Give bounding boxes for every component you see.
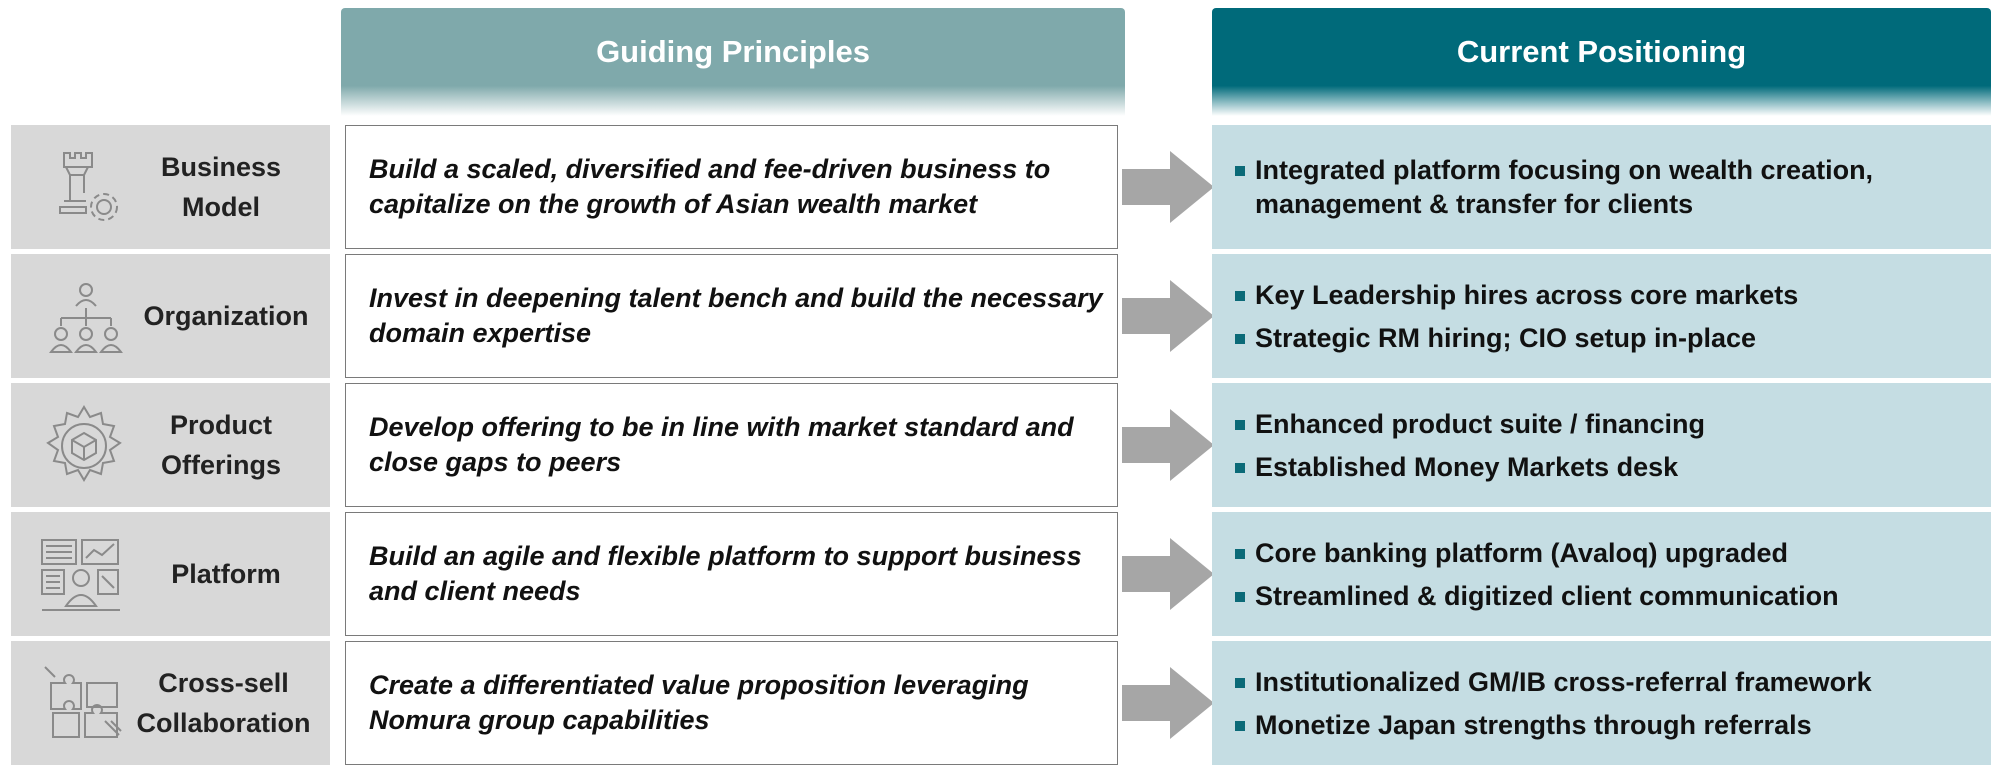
- list-item: Monetize Japan strengths through referra…: [1235, 708, 1991, 742]
- category-cell: Platform: [11, 512, 330, 636]
- list-item: Core banking platform (Avaloq) upgraded: [1235, 536, 1991, 570]
- current-positioning-cell: Core banking platform (Avaloq) upgraded …: [1212, 512, 1991, 636]
- current-positioning-title: Current Positioning: [1456, 34, 1747, 69]
- list-item: Integrated platform focusing on wealth c…: [1235, 153, 1991, 221]
- list-item: Established Money Markets desk: [1235, 450, 1991, 484]
- category-label: Platform: [171, 559, 281, 589]
- list-item: Streamlined & digitized client communica…: [1235, 579, 1991, 613]
- chess-rook-gear-icon: [48, 145, 134, 231]
- row-organization: Organization Invest in deepening talent …: [0, 254, 1991, 378]
- guiding-principle-cell: Build a scaled, diversified and fee-driv…: [345, 125, 1118, 249]
- row-platform: Platform Build an agile and flexible pla…: [0, 512, 1991, 636]
- bullet-square-icon: [1235, 166, 1245, 176]
- guiding-principles-title: Guiding Principles: [596, 34, 870, 69]
- gear-cube-icon: [41, 403, 127, 489]
- guiding-principles-header: Guiding Principles: [341, 8, 1125, 116]
- list-item: Key Leadership hires across core markets: [1235, 278, 1991, 312]
- bullet-square-icon: [1235, 419, 1245, 430]
- category-cell: Product Offerings: [11, 383, 330, 507]
- bullet-square-icon: [1235, 591, 1245, 602]
- category-label: Business Model: [160, 152, 282, 222]
- current-positioning-cell: Key Leadership hires across core markets…: [1212, 254, 1991, 378]
- list-item: Enhanced product suite / financing: [1235, 407, 1991, 441]
- row-product-offerings: Product Offerings Develop offering to be…: [0, 383, 1991, 507]
- org-chart-icon: [43, 274, 129, 360]
- puzzle-pieces-icon: [41, 661, 127, 747]
- bullet-square-icon: [1235, 677, 1245, 688]
- arrow-right-icon: [1122, 538, 1214, 610]
- current-positioning-cell: Institutionalized GM/IB cross-referral f…: [1212, 641, 1991, 765]
- category-cell: Organization: [11, 254, 330, 378]
- row-business-model: Business Model Build a scaled, diversifi…: [0, 125, 1991, 249]
- guiding-principle-cell: Create a differentiated value propositio…: [345, 641, 1118, 765]
- arrow-right-icon: [1122, 409, 1214, 481]
- dashboard-user-icon: [38, 532, 124, 618]
- bullet-square-icon: [1235, 333, 1245, 344]
- bullet-square-icon: [1235, 462, 1245, 473]
- current-positioning-cell: Integrated platform focusing on wealth c…: [1212, 125, 1991, 249]
- category-label: Product Offerings: [160, 410, 281, 480]
- category-label: Cross-sell Collaboration: [136, 668, 311, 738]
- bullet-square-icon: [1235, 290, 1245, 301]
- category-cell: Business Model: [11, 125, 330, 249]
- arrow-right-icon: [1122, 280, 1214, 352]
- list-item: Institutionalized GM/IB cross-referral f…: [1235, 665, 1991, 699]
- current-positioning-cell: Enhanced product suite / financing Estab…: [1212, 383, 1991, 507]
- guiding-principle-cell: Invest in deepening talent bench and bui…: [345, 254, 1118, 378]
- arrow-right-icon: [1122, 667, 1214, 739]
- row-cross-sell-collaboration: Cross-sell Collaboration Create a differ…: [0, 641, 1991, 765]
- bullet-square-icon: [1235, 548, 1245, 559]
- current-positioning-header: Current Positioning: [1212, 8, 1991, 116]
- category-label: Organization: [143, 301, 309, 331]
- arrow-right-icon: [1122, 151, 1214, 223]
- list-item: Strategic RM hiring; CIO setup in-place: [1235, 321, 1991, 355]
- category-cell: Cross-sell Collaboration: [11, 641, 330, 765]
- guiding-principle-cell: Develop offering to be in line with mark…: [345, 383, 1118, 507]
- bullet-square-icon: [1235, 720, 1245, 731]
- guiding-principle-cell: Build an agile and flexible platform to …: [345, 512, 1118, 636]
